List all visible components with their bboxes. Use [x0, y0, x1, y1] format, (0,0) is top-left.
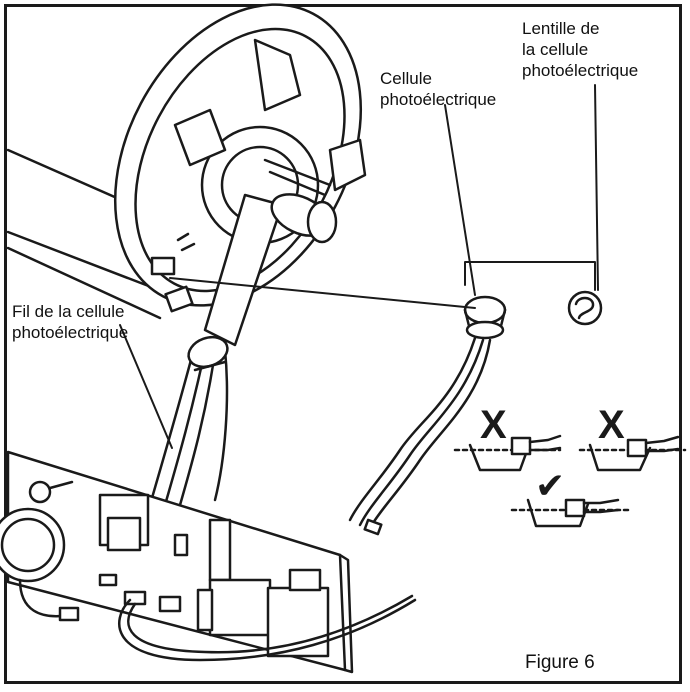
control-board: [0, 450, 417, 674]
photocell-wire: [148, 335, 229, 507]
lens-label-line2: la cellule: [522, 40, 589, 59]
orientation-correct: [510, 498, 632, 528]
photocell-label-line2: photoélectrique: [380, 90, 497, 109]
wire-label: Fil de la cellule photoélectrique: [12, 301, 128, 343]
burner-cylinder: [203, 158, 338, 347]
wrong-mark-1: X: [480, 403, 507, 447]
orientation-wrong-1: [453, 434, 562, 472]
wrong-mark-2: X: [598, 403, 625, 447]
lens-label-line3: photoélectrique: [522, 61, 639, 80]
photocell-label: Cellule photoélectrique: [380, 68, 496, 110]
photocell-label-line1: Cellule: [380, 69, 432, 88]
photocell-sensor: [348, 295, 507, 536]
orientation-wrong-2: [578, 435, 687, 472]
wire-label-line2: photoélectrique: [12, 323, 129, 342]
wire-label-line1: Fil de la cellule: [12, 302, 125, 321]
figure-frame: [4, 4, 682, 684]
lens-label-line1: Lentille de: [522, 19, 600, 38]
lens-label: Lentille de la cellule photoélectrique: [522, 18, 638, 81]
correct-check-mark: ✔: [535, 466, 565, 507]
photocell-lens: [567, 290, 603, 326]
figure-caption: Figure 6: [525, 652, 595, 673]
pointer-lines: [119, 84, 599, 449]
